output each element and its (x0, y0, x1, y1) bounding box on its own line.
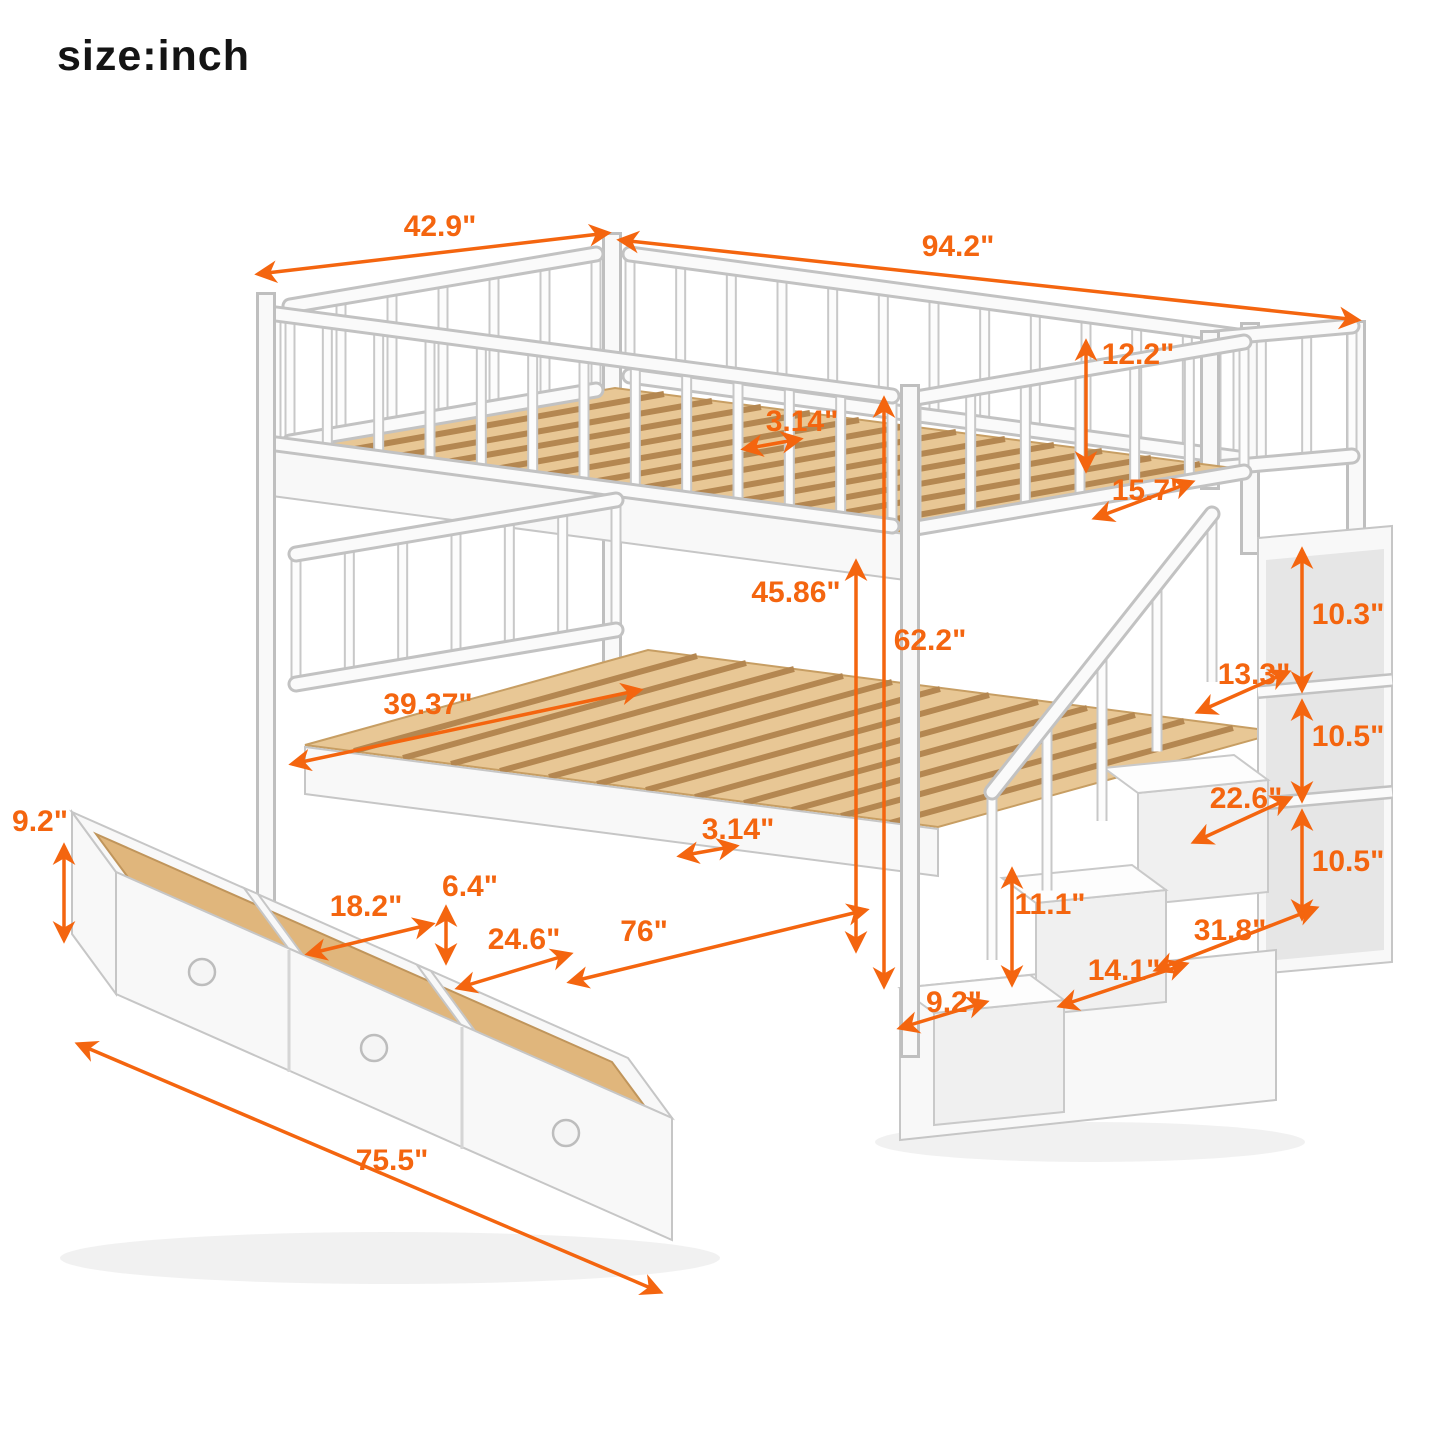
drawer-knob-1 (187, 957, 217, 987)
dim-lower-bed-length: 76" (566, 903, 870, 989)
dim-label-total-height: 62.2" (894, 624, 967, 657)
lower-headboard-rail (287, 491, 625, 693)
dim-shelf-depth: 31.8" (1152, 904, 1320, 974)
dim-label-divider-height: 6.4" (442, 870, 498, 903)
dim-step-height: 11.1" (1000, 866, 1086, 988)
dim-shelf-top-width: 13.3" (1194, 658, 1292, 715)
bunk-bed-illustration (68, 232, 1393, 1242)
dim-shelf-bottom-height: 10.5" (1290, 808, 1385, 922)
dim-label-upper-slat-gap: 3.14" (766, 405, 839, 438)
dim-label-shelf-top-width: 13.3" (1218, 658, 1291, 691)
dim-total-length: 94.2" (616, 230, 1362, 330)
dim-label-guardrail-height: 12.2" (1102, 338, 1175, 371)
dim-label-shelf-bottom-height: 10.5" (1312, 845, 1385, 878)
dim-label-total-length: 94.2" (922, 230, 995, 263)
dim-bunk-clearance: 45.86" (751, 558, 868, 954)
dim-lower-slat-gap: 3.14" (676, 813, 775, 864)
dim-compartment-small: 18.2" (304, 890, 436, 961)
dim-label-stair-base-depth: 9.2" (926, 986, 982, 1019)
dim-label-bunk-clearance: 45.86" (751, 576, 840, 609)
upper-footboard-rail (907, 333, 1253, 537)
dim-label-lower-slat-gap: 3.14" (702, 813, 775, 846)
dim-label-step-height: 11.1" (1015, 888, 1086, 921)
dim-head-width: 42.9" (254, 210, 612, 284)
dim-drawer-height: 9.2" (12, 805, 76, 944)
dim-label-footboard-height: 15.7" (1112, 474, 1185, 507)
dim-footboard-height: 15.7" (1091, 474, 1196, 523)
dim-shelf-top-height: 10.3" (1290, 546, 1385, 694)
dim-stair-base-depth: 9.2" (896, 986, 990, 1034)
dim-drawer-length: 75.5" (74, 1040, 664, 1296)
dim-lower-bed-width: 39.37" (288, 682, 644, 772)
dim-label-shelf-mid-height: 10.5" (1312, 720, 1385, 753)
dim-label-step-depth: 14.1" (1088, 954, 1161, 987)
stair-slant-railing (983, 505, 1221, 960)
dim-upper-slat-gap: 3.14" (740, 405, 839, 457)
dimension-annotations: 42.9" 94.2" 12.2" 3.14" 15.7" 45.86" (12, 210, 1385, 1296)
dim-label-drawer-length: 75.5" (356, 1144, 429, 1177)
step-3-top (1101, 753, 1271, 795)
dim-label-compartment-small: 18.2" (330, 890, 403, 923)
dim-label-shelf-mid-width: 22.6" (1210, 782, 1283, 815)
size-unit-label: size:inch (57, 32, 250, 80)
dim-label-lower-bed-length: 76" (620, 915, 668, 948)
lower-side-board (304, 745, 939, 878)
drawer-knob-3 (551, 1118, 581, 1148)
dim-label-drawer-height: 9.2" (12, 805, 68, 838)
dim-label-lower-bed-width: 39.37" (383, 688, 472, 721)
dim-label-shelf-depth: 31.8" (1194, 914, 1267, 947)
dim-divider-height: 6.4" (434, 870, 498, 966)
dim-label-compartment-large: 24.6" (488, 923, 561, 956)
dim-label-head-width: 42.9" (404, 210, 477, 243)
dim-shelf-mid-width: 22.6" (1190, 782, 1294, 845)
dim-compartment-large: 24.6" (454, 923, 574, 994)
drawer-knob-2 (359, 1033, 389, 1063)
dim-label-shelf-top-height: 10.3" (1312, 598, 1385, 631)
dim-guardrail-height: 12.2" (1074, 338, 1175, 474)
dim-shelf-mid-height: 10.5" (1290, 698, 1385, 804)
dim-total-height: 62.2" (872, 395, 967, 990)
